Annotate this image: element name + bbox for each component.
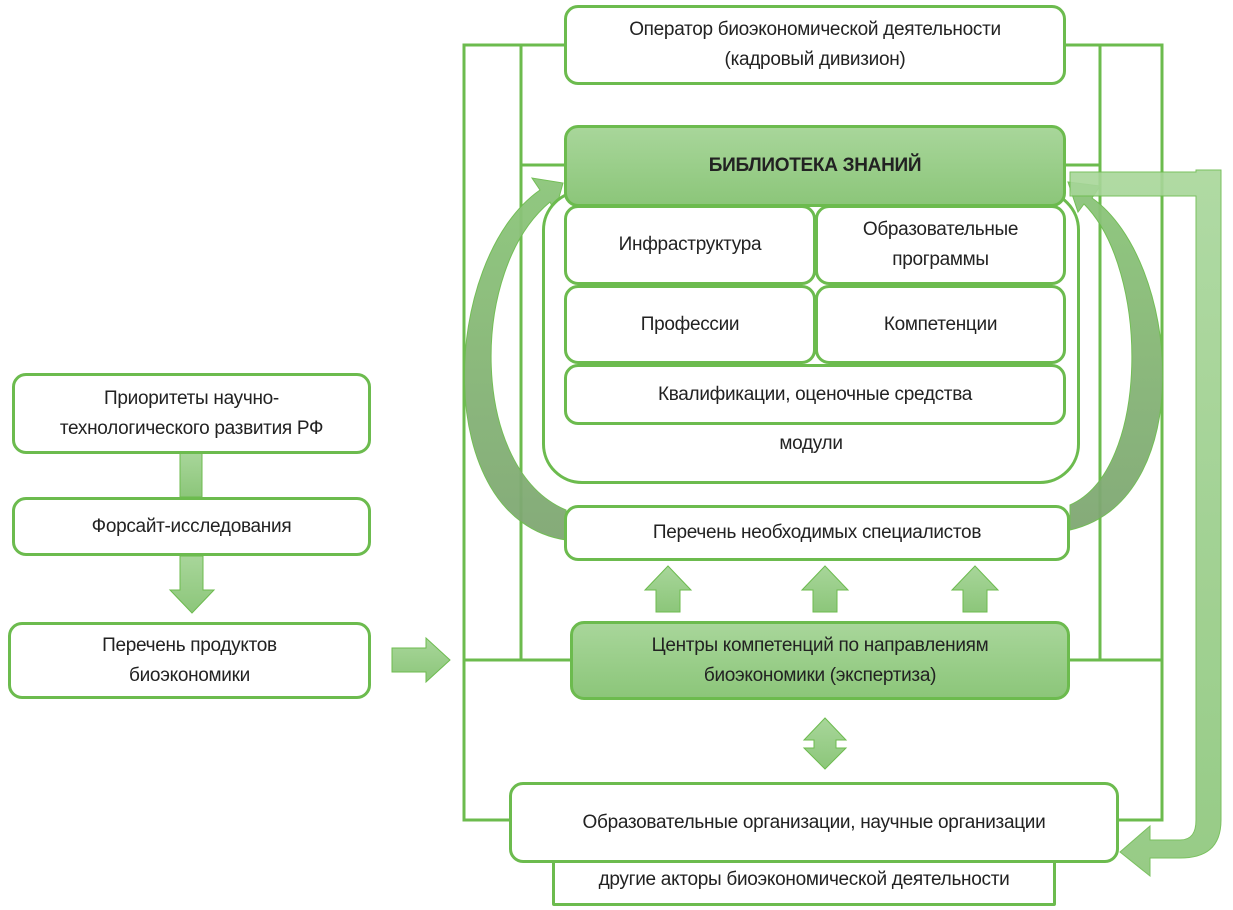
products-box: Перечень продуктов биоэкономики <box>8 622 371 699</box>
up-arrow-icon <box>800 565 850 613</box>
module-infrastructure-text: Инфраструктура <box>618 234 762 255</box>
right-arrow-icon <box>391 636 451 684</box>
outer-frame-line <box>462 43 565 822</box>
module-edu-programs: Образовательные программы <box>815 205 1066 285</box>
centers-text-line2: биоэкономики (экспертиза) <box>703 664 937 686</box>
organizations-text: Образовательные организации, научные орг… <box>582 811 1046 833</box>
module-competencies: Компетенции <box>815 285 1066 364</box>
inner-frame-line-right <box>1065 163 1102 662</box>
specialists-text: Перечень необходимых специалистов <box>652 522 982 543</box>
knowledge-library-title: БИБЛИОТЕКА ЗНАНИЙ <box>708 155 922 176</box>
operator-box: Оператор биоэкономической деятельности (к… <box>564 5 1066 85</box>
double-arrow-icon <box>802 717 848 770</box>
priorities-box: Приоритеты научно-технологического разви… <box>12 373 371 454</box>
module-infrastructure: Инфраструктура <box>564 205 816 285</box>
organizations-box: Образовательные организации, научные орг… <box>509 782 1119 863</box>
knowledge-library-box: БИБЛИОТЕКА ЗНАНИЙ <box>564 125 1066 207</box>
competence-centers-box: Центры компетенций по направлениям биоэко… <box>570 621 1070 700</box>
curved-arrow-left <box>463 177 567 541</box>
priorities-text-line2: технологического развития РФ <box>59 417 324 439</box>
module-professions: Профессии <box>564 285 816 364</box>
connector-arrow <box>179 452 203 498</box>
feedback-arrow <box>1069 169 1222 878</box>
curved-arrow-right <box>1067 181 1164 531</box>
operator-text-line1: Оператор биоэкономической деятельности <box>629 19 1001 40</box>
module-edu-programs-line2: программы <box>892 249 989 270</box>
up-arrow-icon <box>950 565 1000 613</box>
specialists-box: Перечень необходимых специалистов <box>564 505 1070 561</box>
inner-frame-line <box>519 163 570 662</box>
foresight-box: Форсайт-исследования <box>12 497 371 556</box>
other-actors-text: другие акторы биоэкономической деятельно… <box>598 869 1010 890</box>
products-text-line1: Перечень продуктов <box>102 634 277 656</box>
centers-text-line1: Центры компетенций по направлениям <box>651 634 989 656</box>
module-competencies-text: Компетенции <box>883 313 998 335</box>
outer-frame-line-right <box>1065 43 1164 822</box>
modules-label: модули <box>779 433 843 454</box>
module-edu-programs-line1: Образовательные <box>862 219 1019 240</box>
down-arrow-icon <box>168 555 216 614</box>
foresight-text: Форсайт-исследования <box>91 515 292 537</box>
operator-text-line2: (кадровый дивизион) <box>724 49 906 70</box>
products-text-line2: биоэкономики <box>129 664 250 686</box>
module-qualifications-text: Квалификации, оценочные средства <box>657 383 973 405</box>
module-qualifications: Квалификации, оценочные средства <box>564 364 1066 425</box>
up-arrow-icon <box>643 565 693 613</box>
priorities-text-line1: Приоритеты научно- <box>104 387 279 409</box>
module-professions-text: Профессии <box>640 313 740 335</box>
